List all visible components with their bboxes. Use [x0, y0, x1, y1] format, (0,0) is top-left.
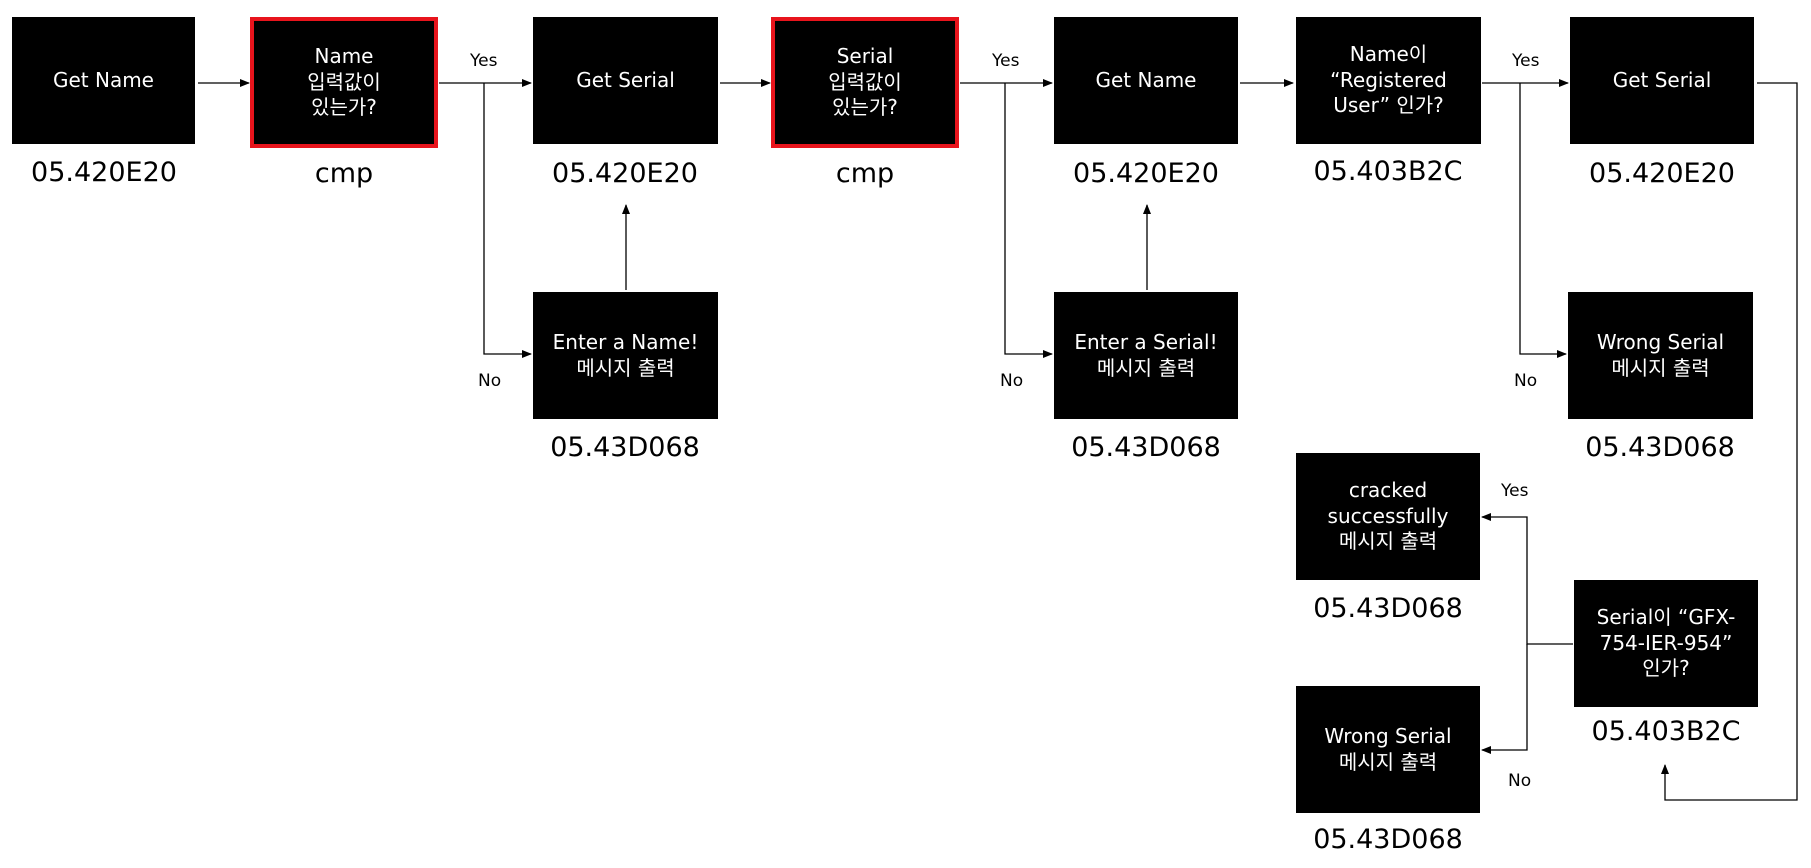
node-label: 메시지 출력: [1096, 355, 1196, 380]
node-label: Name: [314, 44, 374, 69]
address-label: 05.403B2C: [1313, 156, 1463, 187]
edge-label-no: No: [478, 371, 502, 391]
get-name-node-1: Get Name: [12, 17, 195, 144]
address-label: 05.43D068: [1585, 432, 1735, 463]
wrong-serial-message-node-2: Wrong Serial 메시지 출력: [1296, 686, 1480, 813]
node-label: User” 인가?: [1333, 93, 1444, 118]
edge-label-no: No: [1514, 371, 1538, 391]
node-label: Enter a Name!: [552, 329, 699, 354]
node-label: 메시지 출력: [576, 355, 675, 380]
node-label: Get Serial: [1612, 67, 1712, 92]
wrong-serial-message-node-1: Wrong Serial 메시지 출력: [1568, 292, 1753, 419]
node-label: successfully: [1327, 503, 1449, 528]
connector-arrow: [1481, 513, 1573, 645]
connector-arrow: [1481, 644, 1528, 754]
node-label: 메시지 출력: [1338, 749, 1438, 774]
node-label: Name이: [1349, 42, 1428, 67]
node-label: Get Name: [52, 67, 154, 92]
node-label: Get Serial: [576, 67, 675, 92]
registered-user-check-decision: Name이 “Registered User” 인가?: [1296, 17, 1481, 144]
node-label: 메시지 출력: [1338, 529, 1438, 554]
node-label: Wrong Serial: [1324, 723, 1452, 748]
edge-label-no: No: [1000, 371, 1024, 391]
get-serial-node-2: Get Serial: [1570, 17, 1754, 144]
serial-match-check-decision: Serial이 “GFX- 754-IER-954” 인가?: [1574, 580, 1758, 707]
edge-label-yes: Yes: [992, 51, 1020, 71]
enter-name-message-node: Enter a Name! 메시지 출력: [533, 292, 718, 419]
node-label: 입력값이: [307, 69, 381, 94]
cracked-successfully-message-node: cracked successfully 메시지 출력: [1296, 453, 1480, 580]
edge-label-yes: Yes: [1512, 51, 1540, 71]
get-serial-node-1: Get Serial: [533, 17, 718, 144]
node-label: “Registered: [1330, 67, 1447, 92]
serial-input-check-decision: Serial 입력값이 있는가?: [771, 17, 959, 148]
node-label: Get Name: [1095, 67, 1197, 92]
address-label: 05.43D068: [1313, 824, 1463, 855]
connector-arrow: [1661, 82, 1798, 801]
address-label: 05.43D068: [550, 432, 700, 463]
connector-arrow: [483, 83, 532, 358]
node-label: Wrong Serial: [1596, 329, 1725, 354]
node-label: 754-IER-954”: [1599, 630, 1733, 655]
address-label: 05.403B2C: [1591, 716, 1741, 747]
address-label: 05.43D068: [1071, 432, 1221, 463]
name-input-check-decision: Name 입력값이 있는가?: [250, 17, 438, 148]
node-label: 있는가?: [311, 95, 377, 120]
enter-serial-message-node: Enter a Serial! 메시지 출력: [1054, 292, 1238, 419]
address-label: 05.420E20: [552, 158, 698, 189]
address-label: cmp: [835, 158, 895, 189]
node-label: cracked: [1348, 478, 1428, 503]
address-label: 05.420E20: [1073, 158, 1219, 189]
node-label: Serial이 “GFX-: [1596, 605, 1736, 630]
node-label: 있는가?: [832, 95, 898, 120]
edge-label-no: No: [1508, 771, 1532, 791]
node-label: 인가?: [1642, 656, 1690, 681]
connector-arrow: [1519, 83, 1567, 358]
address-label: cmp: [314, 158, 374, 189]
node-label: 메시지 출력: [1611, 355, 1710, 380]
get-name-node-2: Get Name: [1054, 17, 1238, 144]
connector-arrow: [1004, 83, 1053, 358]
address-label: 05.420E20: [1589, 158, 1735, 189]
node-label: Enter a Serial!: [1074, 329, 1218, 354]
edge-label-yes: Yes: [1501, 481, 1529, 501]
node-label: 입력값이: [828, 69, 902, 94]
node-label: Serial: [836, 44, 894, 69]
edge-label-yes: Yes: [470, 51, 498, 71]
address-label: 05.43D068: [1313, 593, 1463, 624]
address-label: 05.420E20: [31, 157, 177, 188]
